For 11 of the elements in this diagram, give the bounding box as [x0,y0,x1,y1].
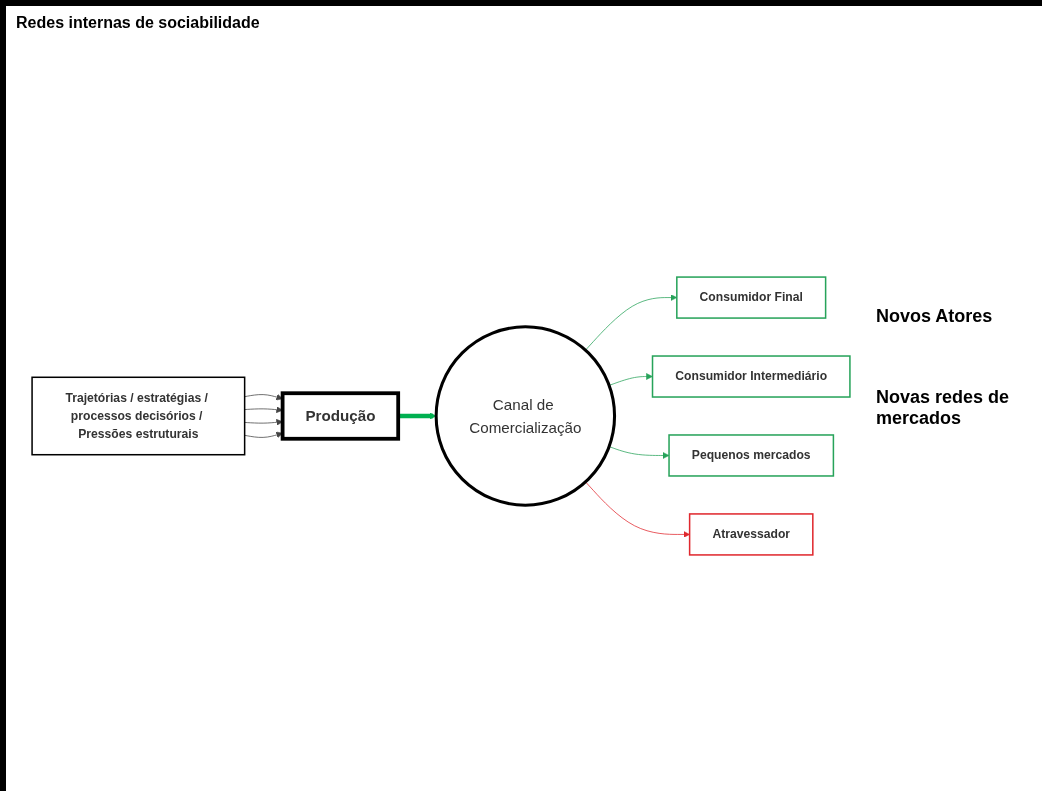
node-box: Consumidor Intermediário [651,355,851,398]
node-circle: Canal de Comercialização [434,325,617,507]
node-box: Trajetórias / estratégias / processos decisórios / Pressões estruturais [31,376,246,456]
annotation-label: Redes internas de sociabilidade [16,14,260,32]
arrow [398,412,437,420]
node-box: Consumidor Final [676,276,827,319]
node-box: Atravessador [688,513,814,556]
annotation-label: Novas redes de mercados [876,387,1011,429]
annotation-label: Novos Atores [876,306,994,327]
node-box: Produção [280,391,401,441]
node-box: Pequenos mercados [668,434,835,477]
